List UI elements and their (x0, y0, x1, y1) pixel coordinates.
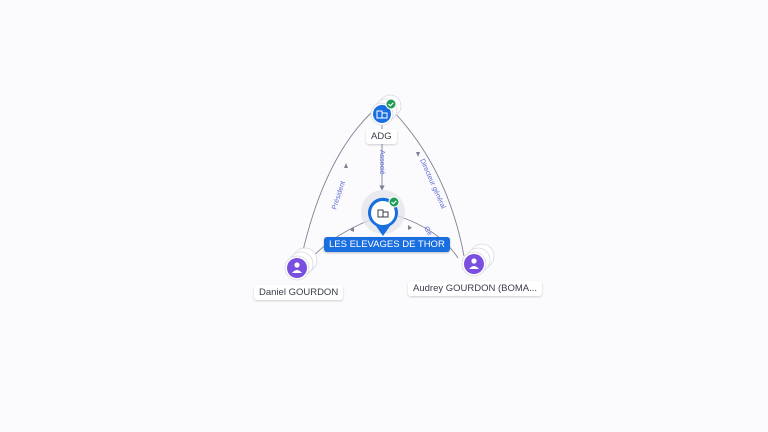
building-icon (377, 209, 389, 218)
node-label-center[interactable]: LES ELEVAGES DE THOR (324, 237, 450, 252)
edge-arrow-tick (416, 152, 420, 157)
verified-check-icon (388, 196, 400, 208)
edge-arrow-tick (344, 163, 348, 168)
edge-arrow-tick (408, 225, 412, 230)
building-icon (376, 110, 388, 119)
edge-label-associe: Associé (378, 150, 385, 175)
node-label-audrey[interactable]: Audrey GOURDON (BOMA... (408, 281, 543, 296)
edge-daniel-adg (299, 111, 373, 265)
edge-audrey-center (397, 215, 459, 259)
node-label-adg[interactable]: ADG (366, 129, 397, 144)
node-audrey[interactable] (461, 243, 495, 277)
edge-audrey-adg (393, 111, 465, 257)
verified-check-icon (385, 98, 397, 110)
edge-label-president: Président (331, 180, 347, 210)
person-icon (469, 258, 479, 269)
edge-arrow-tick (350, 227, 354, 232)
edge-label-ge: Gé (422, 226, 433, 238)
node-label-daniel[interactable]: Daniel GOURDON (254, 285, 344, 300)
node-adg[interactable] (370, 94, 402, 126)
node-daniel[interactable] (284, 247, 318, 281)
person-icon (292, 262, 302, 273)
node-center[interactable] (361, 190, 405, 236)
